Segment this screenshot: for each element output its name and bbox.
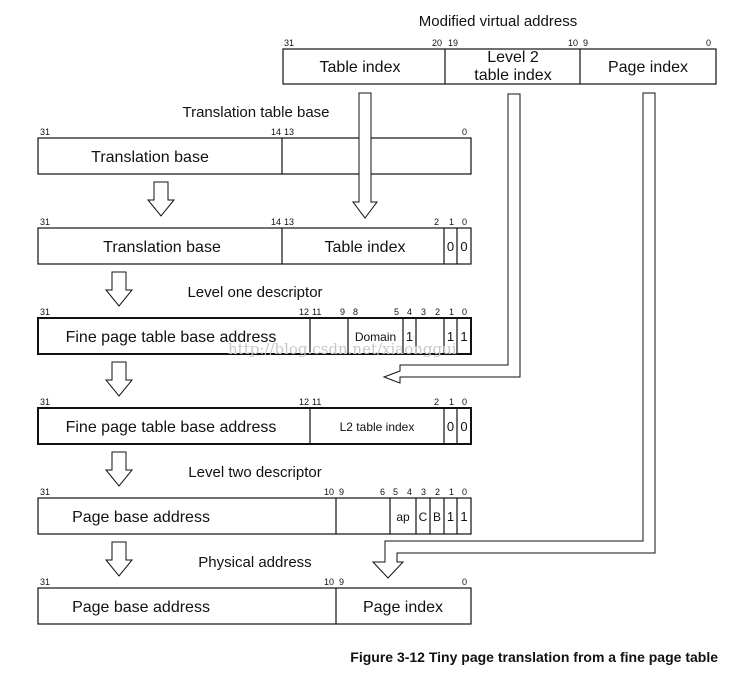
l2-bit0-value: 0 [460,419,467,434]
bit-label: 31 [40,307,50,317]
bit-label: 10 [568,38,578,48]
mva-table-index-field: Table index [320,59,401,76]
l2-index-route-arrow [382,93,521,384]
l1-bit1-value: 1 [447,329,454,344]
watermark-text: http://blog.csdn.net/xiaonggui [228,340,457,358]
bit-label: 3 [421,307,426,317]
bit-label: 8 [353,307,358,317]
bit-label: 0 [706,38,711,48]
bit-label: 11 [312,397,321,407]
l2-fine-base-field: Fine page table base address [66,419,277,436]
mva-page-index-field: Page index [608,59,688,76]
l1-descriptor-register [37,317,472,355]
figure-caption: Figure 3-12 Tiny page translation from a… [350,649,718,665]
physical-address-register [37,587,472,625]
bit-label: 2 [434,397,439,407]
bit-label: 4 [407,307,412,317]
l2-b-field: B [433,510,441,524]
bit-label: 1 [449,397,454,407]
l1-domain-field: Domain [355,330,396,344]
bit-label: 2 [434,217,439,227]
bit-label: 6 [380,487,385,497]
bit-label: 12 [299,307,309,317]
bit-label: 9 [339,577,344,587]
bit-label: 1 [449,217,454,227]
bit-label: 0 [462,217,467,227]
l1-bit1-value: 0 [447,239,454,254]
bit-label: 9 [340,307,345,317]
bit-label: 31 [40,217,50,227]
l2-c-field: C [419,510,428,524]
l1-address-register [37,227,472,265]
l1-bit0-value: 0 [460,239,467,254]
page-index-route-arrow [371,92,656,579]
l1-descriptor-title: Level one descriptor [187,284,322,301]
ttb-translation-base-field: Translation base [91,149,209,166]
bit-label: 5 [393,487,398,497]
bit-label: 0 [462,487,467,497]
bit-label: 4 [407,487,412,497]
down-arrow-icon [146,181,176,217]
bit-label: 2 [435,487,440,497]
bit-label: 3 [421,487,426,497]
bit-label: 31 [40,397,50,407]
bit-label: 1 [449,307,454,317]
ttb-title: Translation table base [182,104,329,121]
l2-descriptor-register [37,497,472,535]
bit-label: 0 [462,127,467,137]
mva-l2-index-field-line2: table index [474,67,551,84]
l1-fine-base-field: Fine page table base address [66,329,277,346]
pa-page-index-field: Page index [363,599,443,616]
l2-address-register [37,407,472,445]
bit-label: 31 [284,38,294,48]
bit-label: 2 [435,307,440,317]
l1-table-index-field: Table index [325,239,406,256]
pa-title: Physical address [198,554,311,571]
bit-label: 1 [449,487,454,497]
bit-label: 0 [462,577,467,587]
down-arrow-icon [104,541,134,577]
bit-label: 20 [432,38,442,48]
l2-bit0-value: 1 [460,509,467,524]
down-arrow-icon [104,361,134,397]
bit-label: 10 [324,577,334,587]
bit-label: 10 [324,487,334,497]
bit-label: 14 [271,217,281,227]
bit-label: 0 [462,397,467,407]
l2-bit1-value: 0 [447,419,454,434]
modified-va-register [282,48,717,85]
bit-label: 14 [271,127,281,137]
bit-label: 31 [40,487,50,497]
bit-label: 9 [339,487,344,497]
mva-l2-index-field-line1: Level 2 [487,49,539,66]
modified-va-title: Modified virtual address [419,13,577,30]
l1-translation-base-field: Translation base [103,239,221,256]
bit-label: 9 [583,38,588,48]
l2-descriptor-title: Level two descriptor [188,464,321,481]
down-arrow-icon [104,451,134,487]
ttb-register [37,137,472,175]
bit-label: 11 [312,307,321,317]
bit-label: 5 [394,307,399,317]
down-arrow-icon [104,271,134,307]
pa-page-base-field: Page base address [72,599,210,616]
bit-label: 0 [462,307,467,317]
bit-label: 31 [40,127,50,137]
bit-label: 12 [299,397,309,407]
bit-label: 31 [40,577,50,587]
l2-ap-field: ap [396,510,410,524]
l2-bit1-value: 1 [447,509,454,524]
bit-label: 13 [284,127,294,137]
l2-page-base-field: Page base address [72,509,210,526]
bit-label: 13 [284,217,294,227]
l1-bit4-value: 1 [406,329,413,344]
l1-bit0-value: 1 [460,329,467,344]
bit-label: 19 [448,38,458,48]
table-index-route-arrow [352,92,378,219]
l2-table-index-field: L2 table index [340,420,415,434]
